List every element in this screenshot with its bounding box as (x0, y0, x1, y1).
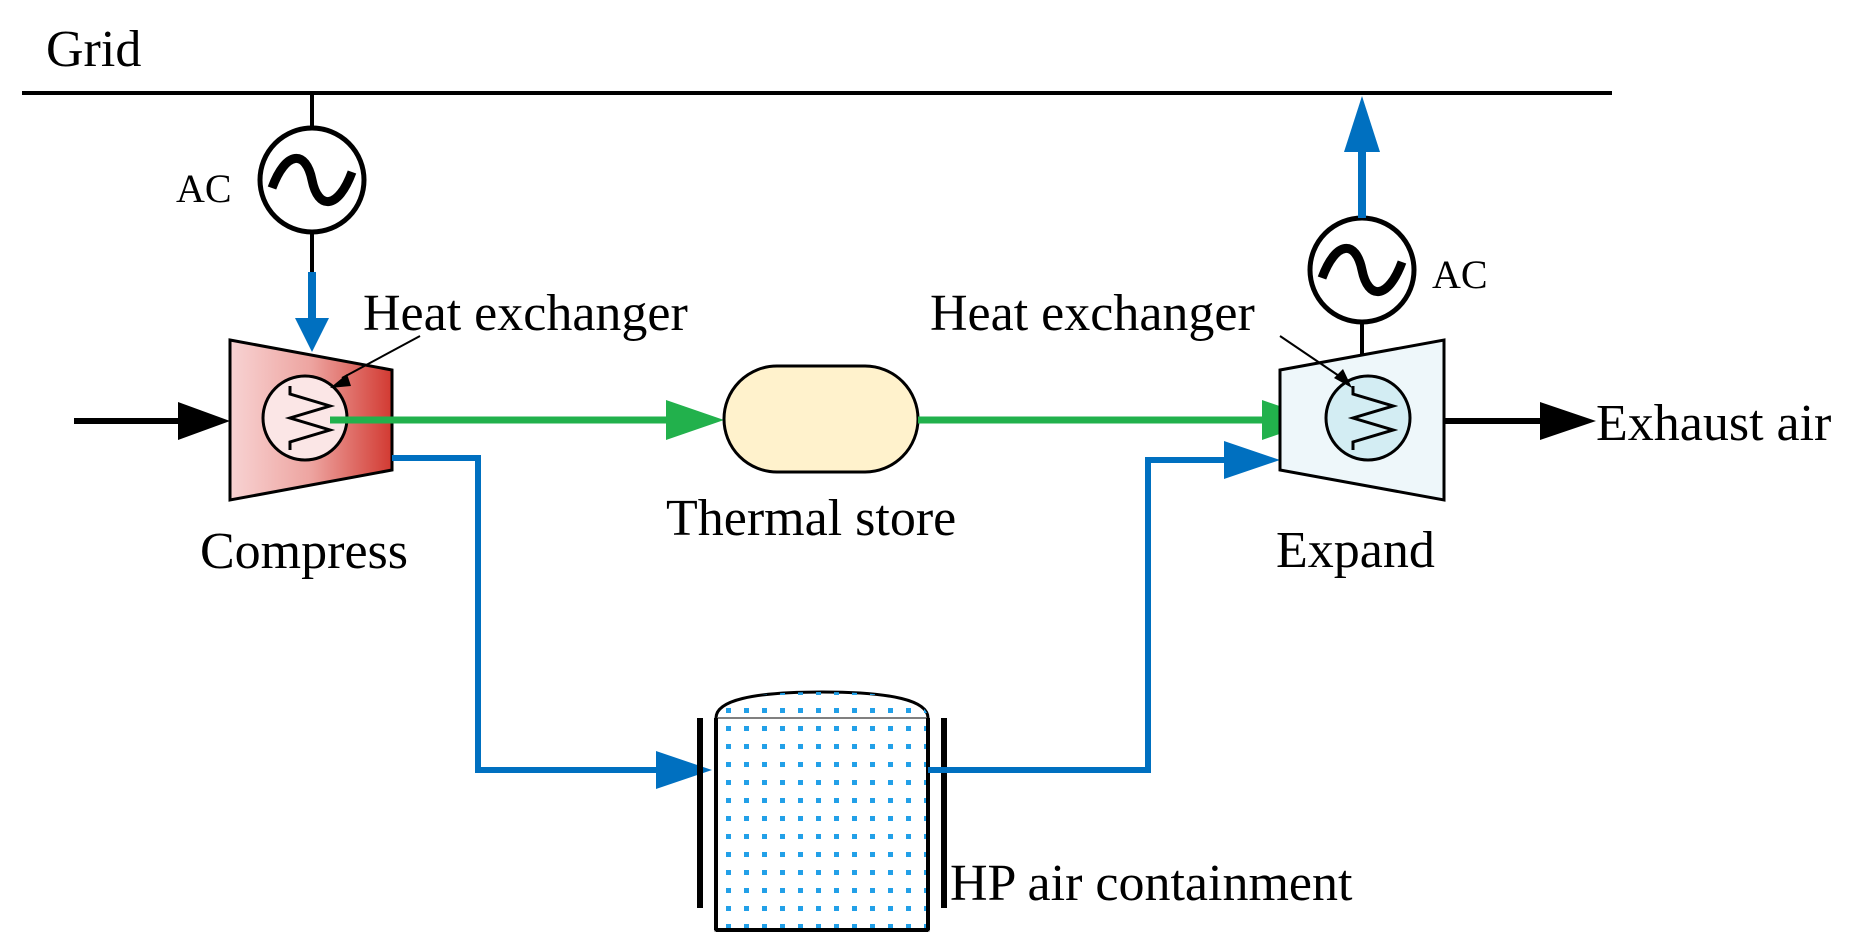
heat-flow-left-head (666, 400, 724, 440)
power-in-arrow-head (295, 318, 329, 352)
grid-label: Grid (46, 21, 141, 78)
thermal-store (722, 364, 920, 474)
heat-exchanger-right-pointer (1279, 335, 1343, 379)
ac-generator-right-icon (1307, 215, 1417, 325)
exhaust-arrow-head (1540, 402, 1596, 440)
air-flow-to-tank (392, 455, 660, 773)
heat-exchanger-right-icon (1324, 374, 1412, 462)
hp-air-tank (697, 690, 947, 932)
expand-label: Expand (1276, 522, 1435, 579)
heat-exchanger-right-pointer-head (1334, 369, 1352, 388)
hp-air-containment-label: HP air containment (950, 855, 1353, 912)
ac-generator-left-icon (257, 125, 367, 235)
air-flow-to-tank-head (656, 751, 712, 789)
ac-left-label: AC (176, 166, 232, 211)
heat-exchanger-left-pointer (341, 335, 421, 379)
ac-right-label: AC (1432, 252, 1488, 297)
air-flow-to-expander (928, 457, 1228, 773)
thermal-store-label: Thermal store (666, 490, 956, 547)
compress-label: Compress (200, 523, 408, 580)
air-inlet-arrow-head (178, 402, 230, 440)
heat-exchanger-right-label: Heat exchanger (930, 285, 1255, 342)
heat-exchanger-left-icon (261, 374, 349, 462)
exhaust-air-label: Exhaust air (1596, 395, 1831, 452)
heat-exchanger-left-label: Heat exchanger (363, 285, 688, 342)
air-flow-to-expander-head (1224, 441, 1280, 479)
power-out-arrow-head (1344, 96, 1380, 152)
heat-exchanger-left-pointer-head (330, 374, 351, 388)
